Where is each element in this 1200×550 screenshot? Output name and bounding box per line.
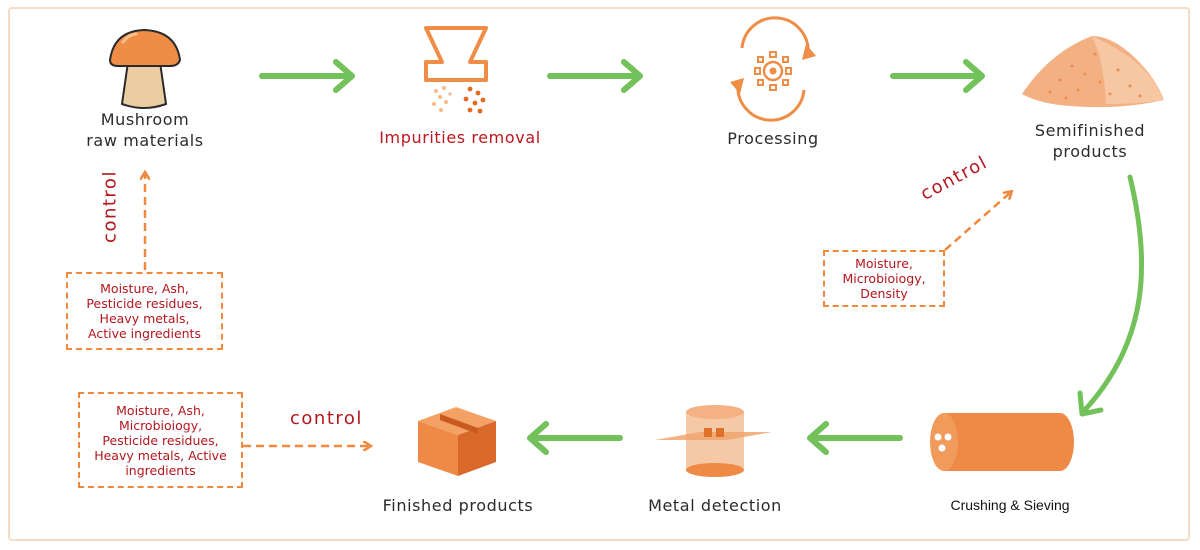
control-item: Density (860, 286, 908, 301)
flow-arrow-semifinished-to-crushing (1077, 174, 1145, 417)
control-item: Microbioiogy, (118, 417, 203, 433)
control-box-finished: Moisture, Ash, Microbioiogy, Pesticide r… (78, 392, 243, 488)
step-label-metal-detection: Metal detection (648, 496, 782, 515)
raw-label-line-2: raw materials (86, 131, 204, 150)
flow-arrow-metal-to-finished (527, 421, 623, 455)
control-item: Moisture, Ash, (100, 281, 189, 296)
step-label-semifinished: Semifinished products (1010, 120, 1170, 162)
control-item: Moisture, (855, 256, 913, 271)
semifinished-label-line-1: Semifinished (1034, 121, 1146, 140)
powder-pile-icon (1022, 36, 1164, 108)
control-item: ingredients (125, 462, 196, 478)
control-item: Heavy metals, Active (94, 447, 227, 463)
control-item: Heavy metals, (99, 311, 190, 326)
step-label-processing: Processing (727, 129, 819, 148)
diagram-frame (8, 7, 1190, 541)
flow-arrow-processing-to-semifinished (890, 59, 985, 93)
flow-arrow-impurities-to-processing (547, 59, 643, 93)
metal-detector-icon (655, 405, 772, 477)
step-label-impurities-removal: Impurities removal (379, 128, 541, 147)
processing-icon (730, 16, 816, 122)
control-item: Active ingredients (88, 326, 201, 341)
control-item: Moisture, Ash, (116, 402, 205, 418)
control-item: Pesticide residues, (102, 432, 219, 448)
step-label-crushing: Crushing & Sieving (950, 497, 1070, 513)
step-label-finished: Finished products (382, 496, 534, 515)
funnel-icon (424, 26, 488, 114)
mushroom-icon (108, 28, 182, 109)
raw-label-line-1: Mushroom (100, 110, 190, 129)
control-arrow-semifinished (944, 192, 1011, 251)
control-label-finished: control (290, 408, 363, 429)
control-box-semifinished: Moisture, Microbioiogy, Density (823, 250, 945, 307)
control-item: Microbioiogy, (842, 271, 926, 286)
flow-arrow-raw-to-impurities (259, 59, 355, 93)
step-label-raw-materials: Mushroom raw materials (60, 109, 230, 151)
control-label-raw: control (99, 170, 121, 243)
product-box-icon (418, 407, 496, 476)
crushing-roller-icon (930, 413, 1074, 471)
semifinished-label-line-2: products (1052, 142, 1128, 161)
control-box-raw: Moisture, Ash, Pesticide residues, Heavy… (66, 272, 223, 350)
flow-arrow-crushing-to-metal (807, 421, 903, 455)
control-item: Pesticide residues, (86, 296, 203, 311)
